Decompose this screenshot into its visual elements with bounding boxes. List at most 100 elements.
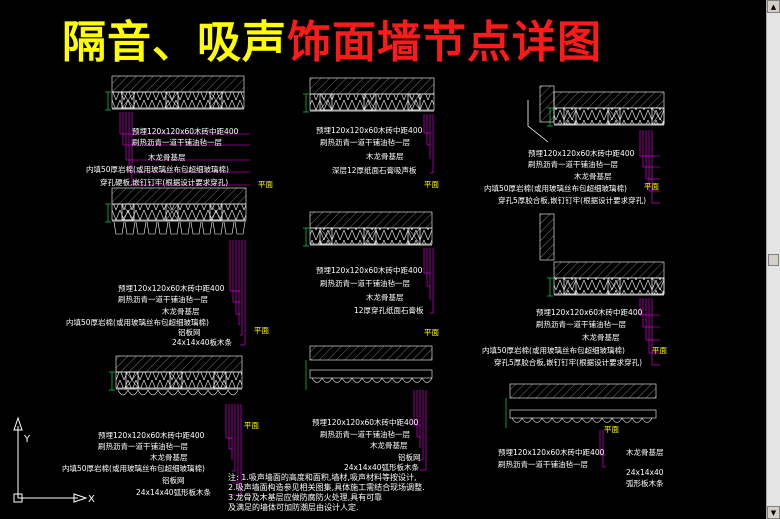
note-line-2: 2.吸声墙面构造参见相关图集,具体施工需结合现场调整.: [228, 483, 425, 492]
d4-slat: [223, 221, 235, 235]
d3-label-5: 穿孔5厚胶合板,嵌钉钉牢(根据设计要求穿孔): [498, 196, 647, 205]
d4-slat: [135, 221, 147, 235]
d9-arc-slat: [571, 417, 583, 423]
d6-stud-x: [607, 277, 621, 295]
d7-label-1: 预埋120x120x60木砖中距400: [98, 431, 205, 440]
d5-label-4: 12厚穿孔纸面石膏板: [354, 306, 424, 315]
d4-insulation: [111, 203, 247, 221]
d7-insulation: [115, 371, 243, 389]
drawing-title: 隔音、吸声饰面墙节点详图: [62, 6, 602, 70]
d2-stud-x: [319, 93, 333, 111]
d2-label-3: 木龙骨基层: [366, 152, 404, 161]
d7-arc-slat: [207, 389, 219, 396]
d6-label-4: 内填50厚岩棉(或用玻璃丝布包超细玻璃棉): [482, 346, 625, 355]
d2-wall: [309, 77, 435, 95]
scroll-thumb[interactable]: [768, 254, 779, 266]
d9-label-5: 弧形板木条: [626, 479, 664, 488]
d9-arc-slat: [591, 417, 603, 423]
d5-stud-x: [407, 227, 421, 245]
d2-stud: [407, 93, 421, 111]
d6-stud-x: [563, 277, 577, 295]
d4-slat: [212, 221, 224, 235]
d9-arc-slat: [611, 417, 623, 423]
d2-insulation: [309, 93, 435, 111]
d1-stud: [121, 91, 135, 109]
d1-stud-x: [209, 91, 223, 109]
d1-label-2: 刷热沥青一道干铺油毡一层: [132, 138, 222, 147]
d8-arc-slat: [351, 377, 363, 383]
d5-stud: [407, 227, 421, 245]
d4-slat: [190, 221, 202, 235]
ucs-y-label: Y: [23, 434, 31, 445]
d7-label-6: 24x14x40弧形板木条: [136, 488, 212, 497]
d5-plan-label: 平面: [424, 328, 439, 337]
d8-arc-slat: [401, 377, 413, 383]
d9-label-3: 木龙骨基层: [626, 448, 664, 457]
d1-label-3: 木龙骨基层: [148, 153, 186, 162]
d2-stud: [319, 93, 333, 111]
d8-board: [309, 369, 433, 379]
title-part-yellow: 隔音、吸声: [62, 17, 287, 68]
scroll-down-icon[interactable]: ▼: [767, 506, 780, 519]
d4-wall: [111, 187, 247, 205]
d5-stud: [363, 227, 377, 245]
d4-slat: [124, 221, 136, 235]
d4-stud-x: [209, 203, 223, 221]
d5-stud-x: [319, 227, 333, 245]
d1-label-4: 内填50厚岩棉(或用玻璃丝布包超细玻璃棉): [86, 165, 229, 174]
d3-wall: [553, 91, 665, 109]
d3-stud-x: [563, 107, 577, 125]
d6-wall-v: [539, 213, 555, 261]
d4-label-4: 内填50厚岩棉(或用玻璃丝布包超细玻璃棉): [66, 318, 209, 327]
d5-wall: [309, 211, 433, 229]
d7-arc-slat: [217, 389, 229, 396]
d7-arc-slat: [227, 389, 239, 396]
d2-stud: [363, 93, 377, 111]
d1-wall: [111, 75, 245, 93]
d3-label-4: 内填50厚岩棉(或用玻璃丝布包超细玻璃棉): [484, 184, 627, 193]
d9-label-4: 24x14x40: [626, 468, 664, 477]
d9-board: [509, 409, 657, 419]
d6-label-2: 刷热沥青一道干铺油毡一层: [536, 320, 626, 329]
scroll-up-icon[interactable]: ▲: [767, 0, 780, 13]
note-line-1: 注: 1.吸声墙面的高度和面积,墙材,吸声材料等按设计,: [228, 473, 417, 482]
d8-arc-slat: [371, 377, 383, 383]
d9-arc-slat: [581, 417, 593, 423]
d6-stud: [563, 277, 577, 295]
d7-wall: [115, 355, 243, 373]
d8-arc-slat: [361, 377, 373, 383]
d8-arc-slat: [381, 377, 393, 383]
d6-label-3: 木龙骨基层: [582, 333, 620, 342]
d8-label-2: 刷热沥青一道干铺油毡一层: [320, 430, 410, 439]
d3-corner: [527, 100, 549, 143]
d9-arc-slat: [511, 417, 523, 423]
d8-arc-slat: [311, 377, 323, 383]
d3-stud-x: [607, 107, 621, 125]
d4-slat: [113, 221, 125, 235]
d8-arc-slat: [391, 377, 403, 383]
d7-label-3: 木龙骨基层: [150, 453, 188, 462]
d6-stud-x: [651, 277, 665, 295]
d4-slat: [234, 221, 246, 235]
vertical-scrollbar[interactable]: ▲ ▼: [766, 0, 780, 519]
d7-arc-slat: [117, 389, 129, 396]
d4-label-1: 预埋120x120x60木砖中距400: [118, 284, 225, 293]
d9-plan-label: 平面: [604, 425, 619, 434]
title-part-red: 饰面墙节点详图: [287, 17, 602, 68]
d1-label-5: 穿孔硬板,嵌钉钉牢(根据设计要求穿孔): [100, 178, 229, 187]
d7-label-2: 刷热沥青一道干铺油毡一层: [98, 442, 188, 451]
d9-arc-slat: [621, 417, 633, 423]
d9-label-2: 刷热沥青一道干铺油毡一层: [498, 460, 588, 469]
d1-stud-x: [121, 91, 135, 109]
d7-arc-slat: [147, 389, 159, 396]
d2-label-2: 刷热沥青一道干铺油毡一层: [320, 138, 410, 147]
d6-label-1: 预埋120x120x60木砖中距400: [536, 308, 643, 317]
d3-insulation: [553, 107, 665, 125]
d7-arc-slat: [137, 389, 149, 396]
d8-arc-slat: [341, 377, 353, 383]
d2-plan-label: 平面: [424, 180, 439, 189]
d1-stud: [209, 91, 223, 109]
d7-stud: [125, 371, 139, 389]
d4-stud-x: [165, 203, 179, 221]
